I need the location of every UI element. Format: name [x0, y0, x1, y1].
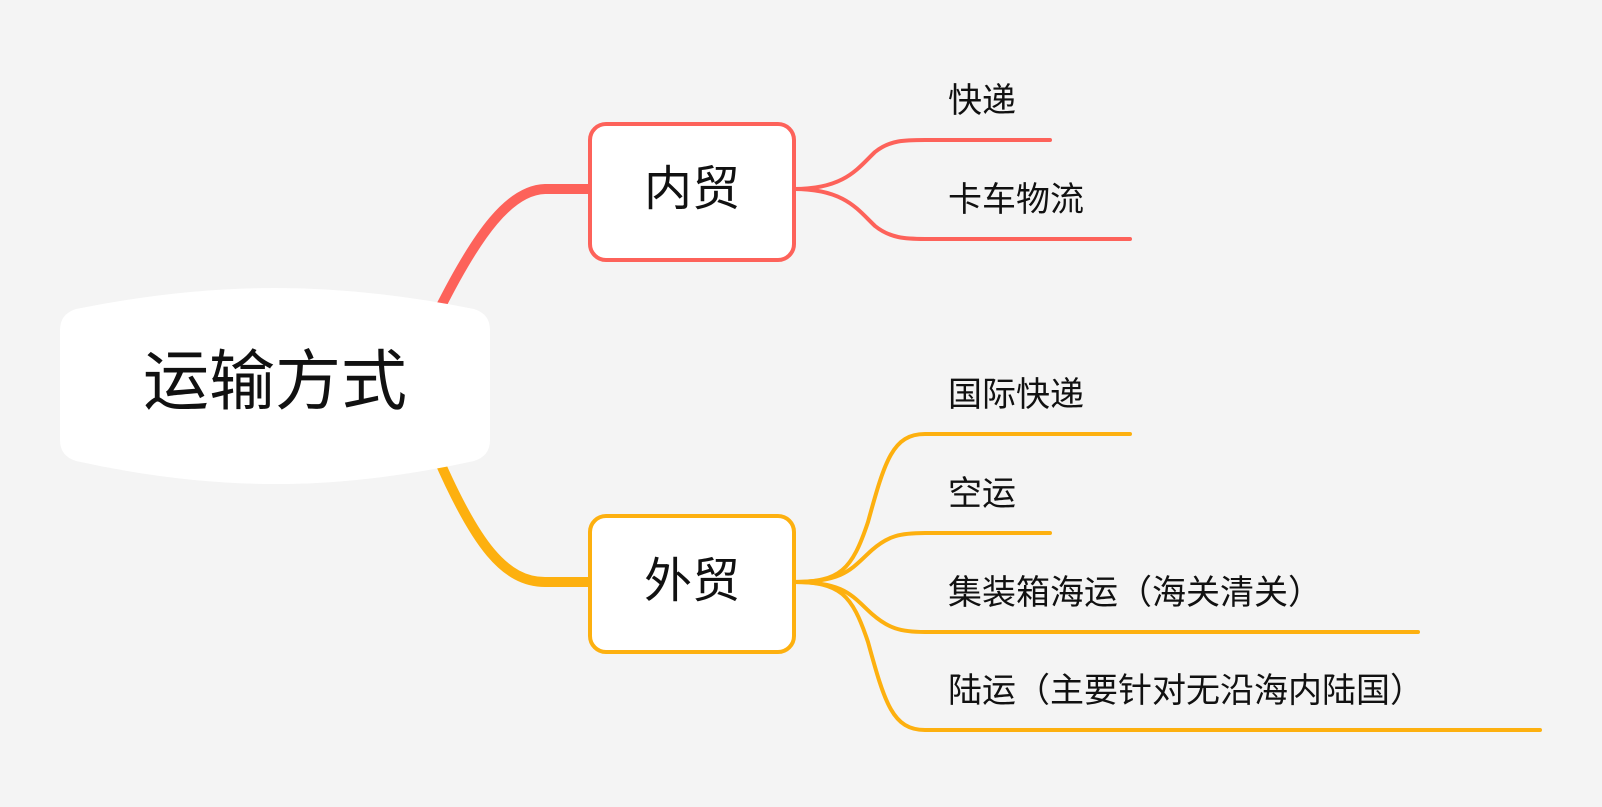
root-label: 运输方式	[143, 343, 407, 420]
leaf-label-express[interactable]: 快递	[948, 81, 1016, 121]
branch-node-foreign-box	[588, 514, 796, 654]
connector-foreign-to-air	[792, 531, 1052, 584]
connector-root-to-foreign	[433, 453, 593, 587]
connector-domestic-to-truck	[792, 187, 1132, 241]
connector-foreign-to-land	[792, 580, 1542, 732]
branch-node-foreign[interactable]: 外贸	[588, 514, 796, 654]
branch-node-domestic-box	[588, 122, 796, 262]
branch-node-domestic[interactable]: 内贸	[588, 122, 796, 262]
leaf-label-container-sea-freight[interactable]: 集装箱海运（海关清关）	[948, 573, 1322, 613]
branch-label-foreign: 外贸	[644, 553, 740, 609]
leaf-label-land-freight[interactable]: 陆运（主要针对无沿海内陆国）	[948, 671, 1424, 711]
connector-root-to-domestic	[433, 184, 593, 317]
root-node-shape	[60, 288, 490, 484]
root-node[interactable]: 运输方式	[60, 288, 490, 484]
branch-label-domestic: 内贸	[644, 161, 740, 217]
leaf-label-air-freight[interactable]: 空运	[948, 474, 1016, 514]
connector-domestic-to-express	[792, 138, 1052, 191]
leaf-label-international-express[interactable]: 国际快递	[948, 375, 1084, 415]
leaf-label-truck-logistics[interactable]: 卡车物流	[948, 180, 1084, 220]
